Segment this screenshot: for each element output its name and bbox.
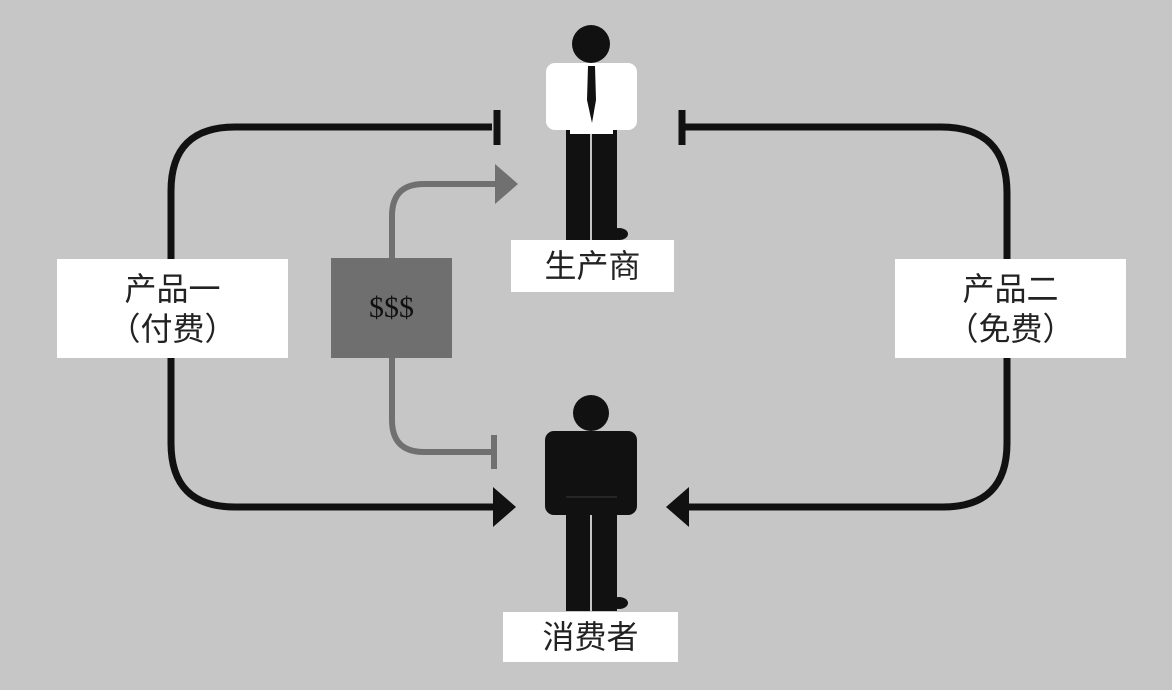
product-one-title: 产品一 [124, 269, 221, 308]
money-flow-arrowhead [495, 164, 518, 204]
flow-arrowhead-product-two [666, 487, 689, 527]
consumer-person-icon [545, 395, 637, 611]
product-one-label-box: 产品一 （付费） [57, 259, 288, 358]
money-label: $$$ [369, 291, 414, 324]
consumer-label-box: 消费者 [503, 612, 678, 662]
product-one-subtitle: （付费） [108, 309, 237, 348]
money-box: $$$ [331, 258, 452, 358]
product-two-label-box: 产品二 （免费） [895, 259, 1126, 358]
producer-label: 生产商 [544, 247, 641, 285]
consumer-label: 消费者 [542, 618, 639, 656]
product-two-title: 产品二 [962, 269, 1059, 308]
producer-person-icon [546, 25, 637, 242]
flow-arrowhead-product-one [493, 487, 516, 527]
producer-label-box: 生产商 [511, 240, 674, 292]
product-two-subtitle: （免费） [946, 309, 1075, 348]
